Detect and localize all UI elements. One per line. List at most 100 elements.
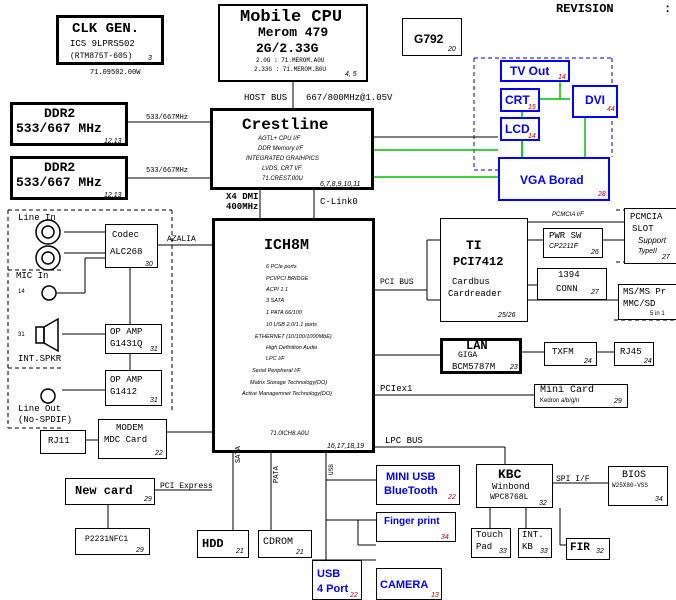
crestline-title: Crestline xyxy=(242,116,329,134)
rj11-label: RJ11 xyxy=(48,436,70,446)
opamp1-title: OP AMP xyxy=(110,327,143,337)
p2231-label: P2231NFC1 xyxy=(85,535,129,544)
opamp2-title: OP AMP xyxy=(110,375,143,385)
codec-page: 30 xyxy=(145,261,153,268)
ich8m-feature-11: Matrix Storage Technology(DO) xyxy=(250,380,328,386)
opamp2-page: 31 xyxy=(150,397,158,404)
rj11-block xyxy=(40,430,86,454)
ieee1394-page: 27 xyxy=(591,289,599,296)
opamp2-part: G1412 xyxy=(110,387,138,397)
cpu-pages: 4, 5 xyxy=(345,71,357,78)
ti-part: PCI7412 xyxy=(453,255,504,269)
fir-page: 32 xyxy=(596,548,604,555)
kbc-vendor: Winbond xyxy=(492,482,530,492)
ddr2-b-line1: DDR2 xyxy=(44,160,76,175)
lpc-bus-label: LPC BUS xyxy=(385,436,423,446)
cdrom-page: 21 xyxy=(296,549,304,556)
opamp1-page: 31 xyxy=(150,346,158,353)
crestline-feature-1: AGTL+ CPU I/F xyxy=(258,136,301,142)
hdd-label: HDD xyxy=(202,537,224,551)
line-in-label: Line In xyxy=(18,213,56,223)
pwr-sw-title: PWR SW xyxy=(549,231,582,241)
lan-page: 23 xyxy=(510,364,518,371)
hdd-block xyxy=(197,530,249,558)
newcard-page: 29 xyxy=(144,496,152,503)
codec-title: Codec xyxy=(112,230,140,240)
modem-title: MODEM xyxy=(116,423,144,433)
ms-mmc-line1: MS/MS Pr xyxy=(623,287,667,297)
dvi-page: 44 xyxy=(607,106,615,113)
hdd-page: 21 xyxy=(236,548,244,555)
txfm-block xyxy=(544,342,597,366)
usb-label: USB xyxy=(328,464,335,475)
dmi-line2: 400MHz xyxy=(226,202,259,212)
finger-print-block xyxy=(376,512,456,542)
intkb-line2: KB xyxy=(522,542,533,552)
ti-sub1: Cardbus xyxy=(452,277,490,287)
kbc-title: KBC xyxy=(498,467,522,482)
pata-label: PATA xyxy=(273,466,281,483)
lcd-page: 14 xyxy=(528,133,536,140)
p2231-page: 29 xyxy=(136,547,144,554)
ddr2-a-bus: 533/667MHz xyxy=(146,114,189,122)
ich8m-block xyxy=(212,218,375,453)
vga-board-block xyxy=(498,157,610,201)
mini-usb-block xyxy=(376,465,460,505)
ti-pci7412-block xyxy=(440,218,528,322)
usb-4port-page: 22 xyxy=(350,592,358,599)
kbc-block xyxy=(476,464,553,508)
dvi-block xyxy=(572,85,618,118)
pcmcia-line1: PCMCIA xyxy=(630,212,663,222)
newcard-block xyxy=(65,478,155,505)
intkb-block xyxy=(518,528,552,558)
fir-label: FIR xyxy=(570,542,590,554)
lcd-label: LCD xyxy=(505,122,530,136)
finger-print-page: 34 xyxy=(441,534,449,541)
crestline-code: 71.CREST.00U xyxy=(262,176,303,182)
pcmcia-line4: TypeII xyxy=(638,248,657,255)
opamp1-part: G1431Q xyxy=(110,339,143,349)
modem-page: 22 xyxy=(155,450,163,457)
camera-label: CAMERA xyxy=(380,579,429,591)
g792-label: G792 xyxy=(414,32,444,46)
touchpad-line1: Touch xyxy=(476,530,504,540)
mini-card-sub: Kedron a/b/g/n xyxy=(540,398,580,404)
crestline-feature-3: INTEGRATED GRAIHPICS xyxy=(246,156,319,162)
newcard-label: New card xyxy=(75,484,133,498)
sata-label: SATA xyxy=(235,446,243,463)
finger-print-label: Finger print xyxy=(384,516,440,527)
ich8m-title: ICH8M xyxy=(264,237,310,254)
vga-board-label: VGA Borad xyxy=(520,173,584,187)
crestline-feature-2: DDR Memory I/F xyxy=(258,146,303,152)
lan-block xyxy=(440,338,522,374)
tv-out-label: TV Out xyxy=(510,64,550,78)
lan-title: LAN xyxy=(466,339,488,353)
ich8m-feature-2: PCI/PCI BRIDGE xyxy=(266,276,309,282)
crt-label: CRT xyxy=(505,93,530,107)
pcmcia-line3: Support xyxy=(638,236,667,245)
clk-gen-part: ICS 9LPRS502 xyxy=(70,39,135,49)
ich8m-pages: 16,17,18,19 xyxy=(327,443,364,450)
spkr-pin: 31 xyxy=(18,332,25,338)
ddr2-b-pages: 12,13 xyxy=(104,192,122,199)
rj45-label: RJ45 xyxy=(620,347,642,357)
vga-board-page: 28 xyxy=(598,191,606,198)
revision-colon: : xyxy=(664,2,672,16)
ich8m-feature-12: Active Managemnet Technology(DO) xyxy=(242,391,332,397)
intkb-line1: INT. xyxy=(522,530,544,540)
pcmcia-bus-label: PCMCIA I/F xyxy=(552,212,584,218)
pwr-sw-block xyxy=(543,228,603,258)
intkb-page: 33 xyxy=(540,548,548,555)
cpu-block xyxy=(218,4,368,82)
pcmcia-line2: SLOT xyxy=(632,224,654,234)
clk-gen-page: 3 xyxy=(148,55,152,62)
audio-jacks xyxy=(35,219,61,404)
camera-page: 13 xyxy=(431,592,439,599)
dvi-label: DVI xyxy=(585,93,606,107)
mini-usb-line2: BlueTooth xyxy=(384,485,438,497)
ms-mmc-line3: 5 in 1 xyxy=(650,311,665,317)
pci-express-label: PCI Express xyxy=(160,482,213,491)
pwr-sw-page: 26 xyxy=(591,249,599,256)
spi-label: SPI I/F xyxy=(556,475,590,484)
tv-out-block xyxy=(500,60,570,82)
